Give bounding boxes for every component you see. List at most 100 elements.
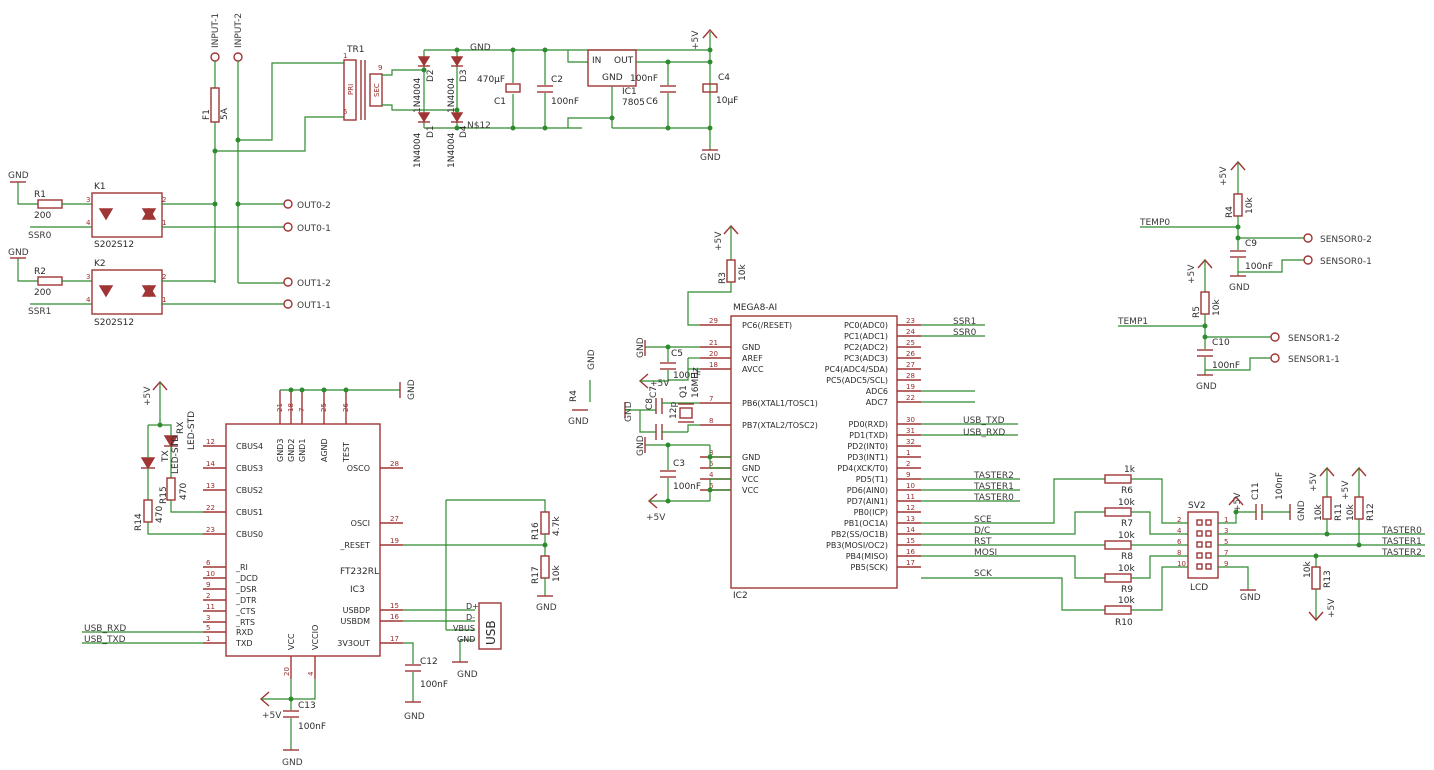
sensor1-1-terminal[interactable] xyxy=(1270,353,1280,363)
usb-connector[interactable] xyxy=(478,602,502,650)
k2-gnd-label: GND xyxy=(8,248,29,258)
out1-1-terminal[interactable] xyxy=(283,299,293,309)
mcu-right-pin-number: 24 xyxy=(906,328,915,336)
out1-2-terminal[interactable] xyxy=(283,277,293,287)
led-tx-value: LED-STD xyxy=(171,435,181,474)
ftdi-left-pin-number: 14 xyxy=(206,460,215,468)
lcd-gnd: GND xyxy=(1240,593,1261,603)
transformer-pin5: 5 xyxy=(343,108,347,116)
out0-1-terminal[interactable] xyxy=(283,222,293,232)
lcd-right-pin-number: 3 xyxy=(1224,527,1228,535)
net-usb-txd: USB_TXD xyxy=(963,416,1005,426)
c12-name: C12 xyxy=(420,657,438,667)
net-mosi: MOSI xyxy=(974,548,997,558)
k1-value: S202S12 xyxy=(94,240,134,250)
mcu-right-pin-number: 1 xyxy=(906,449,910,457)
lcd-left-pin-number: 8 xyxy=(1177,549,1181,557)
usb-vbus: VBUS xyxy=(453,624,475,633)
r11-vcc: +5V xyxy=(1309,472,1319,492)
mcu-xtal-gnd: GND xyxy=(624,401,634,422)
r7-name: R7 xyxy=(1121,519,1133,529)
ftdi-left-pin-label: _DCD xyxy=(235,574,258,583)
ftdi-left-pin-number: 1 xyxy=(206,635,210,643)
mcu-right-pin-number: 2 xyxy=(906,460,910,468)
c7-name: C7 xyxy=(649,386,659,398)
lcd-vcc: +5V xyxy=(1233,492,1243,512)
transformer-name: TR1 xyxy=(346,45,364,55)
ftdi-gnd: GND xyxy=(407,379,417,400)
r6-body xyxy=(1104,474,1132,484)
relay-k2: GND R2 200 K2 S202S12 SSR1 4 3 2 1 OUT1-… xyxy=(8,248,331,328)
out1-2-label: OUT1-2 xyxy=(297,279,331,289)
crystal-q1 xyxy=(679,407,693,419)
mcu-right-pin-label: PD4(XCK/T0) xyxy=(837,464,888,473)
fuse-f1 xyxy=(210,87,220,123)
c5-value: 100nF xyxy=(673,371,701,381)
ftdi-bottom-pin-label: VCCIO xyxy=(311,625,320,650)
r4b-gnd: GND xyxy=(568,417,589,427)
ftdi-left-pin-label: _DSR xyxy=(235,585,257,594)
lcd-label: LCD xyxy=(1190,583,1208,593)
k2-name: K2 xyxy=(94,259,106,269)
q1-name: Q1 xyxy=(679,385,689,398)
k2-pin4: 4 xyxy=(86,296,91,304)
input-2-terminal[interactable] xyxy=(233,52,243,62)
mcu-right-pin-label: PC4(ADC4/SDA) xyxy=(825,365,888,374)
usb-label: USB xyxy=(484,620,498,645)
r2-name: R2 xyxy=(34,267,46,277)
mcu-right-pin-number: 28 xyxy=(906,372,915,380)
mcu-left-pin-number: 20 xyxy=(709,350,718,358)
mcu-right-pin-number: 10 xyxy=(906,482,915,490)
lcd-pin-pad xyxy=(1196,541,1203,548)
ftdi-left-pin-number: 11 xyxy=(206,603,215,611)
led-vcc: +5V xyxy=(143,386,153,406)
lcd-connector xyxy=(1187,511,1219,579)
mcu-right-pin-number: 16 xyxy=(906,548,915,556)
c4-value: 10µF xyxy=(716,96,738,106)
r5-name: R5 xyxy=(1192,306,1202,318)
sensor0-1-terminal[interactable] xyxy=(1303,255,1313,265)
sensor0-2-terminal[interactable] xyxy=(1303,233,1313,243)
r17-value: 10k xyxy=(552,565,562,582)
net-taster2-left: TASTER2 xyxy=(973,471,1014,481)
mcu-right-pin-number: 14 xyxy=(906,526,915,534)
r10-body xyxy=(1104,605,1132,615)
ftdi-bottom-pin-number: 4 xyxy=(307,671,315,676)
c1-value: 470µF xyxy=(477,75,505,85)
gnd-label-ps: GND xyxy=(700,153,721,163)
ftdi-top-pin-number: 26 xyxy=(342,403,350,412)
mcu-right-pin-label: PD2(INT0) xyxy=(847,442,888,451)
ftdi-left-pin-number: 5 xyxy=(206,624,210,632)
mcu-left-pin-label: VCC xyxy=(742,475,759,484)
mcu-left-pin-label: PB7(XTAL2/TOSC2) xyxy=(742,421,818,430)
mcu-left-pin-label: GND xyxy=(742,343,760,352)
input-1-terminal[interactable] xyxy=(210,52,220,62)
lcd-pin-pad xyxy=(1205,519,1212,526)
mcu-left-pin-label: VCC xyxy=(742,486,759,495)
r4-body xyxy=(1233,193,1243,217)
r13-body xyxy=(1311,566,1321,590)
input-2-label: INPUT-2 xyxy=(234,13,244,48)
c11-value: 100nF xyxy=(1275,472,1285,500)
out0-2-terminal[interactable] xyxy=(283,199,293,209)
ftdi-left-pin-label: CBUS1 xyxy=(236,508,263,517)
ftdi-top-pin-label: AGND xyxy=(320,438,329,462)
net-ssr0: SSR0 xyxy=(953,328,977,338)
r16-name: R16 xyxy=(531,522,541,540)
ftdi-right-pin-number: 28 xyxy=(390,460,399,468)
mcu-part: MEGA8-AI xyxy=(733,303,777,313)
relay-k1: GND R1 200 K1 S202S12 SSR0 4 3 2 1 OUT0-… xyxy=(8,171,331,250)
mcu-right-pin-label: PB1(OC1A) xyxy=(844,519,888,528)
r1-value: 200 xyxy=(34,211,51,221)
lcd-left-pin-number: 2 xyxy=(1177,516,1181,524)
mcu-left-pin-number: 8 xyxy=(709,417,713,425)
sensor1-2-terminal[interactable] xyxy=(1270,332,1280,342)
mcu-right-pin-number: 19 xyxy=(906,383,915,391)
net-sck: SCK xyxy=(974,569,993,579)
mcu-right-pin-label: PD1(TXD) xyxy=(849,431,888,440)
ftdi-left-pin-label: TXD xyxy=(235,639,253,648)
mcu-gnd2: GND xyxy=(636,435,646,456)
mcu-left-pin-number: 21 xyxy=(709,339,718,347)
c10-value: 100nF xyxy=(1212,361,1240,371)
taster0-label: TASTER0 xyxy=(1381,526,1422,536)
